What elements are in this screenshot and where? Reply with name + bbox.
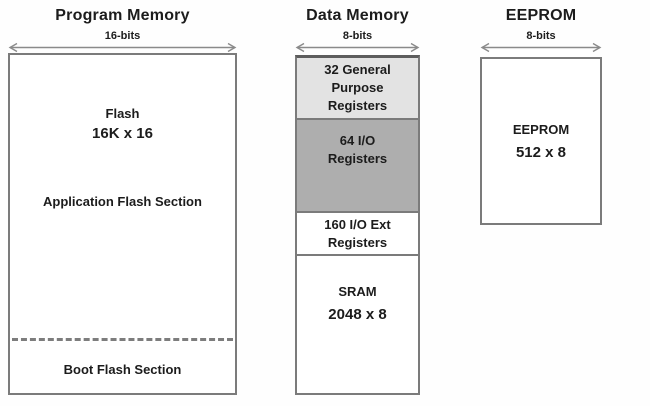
section-label-line: Registers [327,151,388,166]
section-size-line: 2048 x 8 [328,306,387,323]
flash-size-label: 16K x 16 [92,125,153,142]
eeprom-box: EEPROM 512 x 8 [480,57,602,225]
eeprom-title: EEPROM [505,7,577,24]
program-memory-title: Program Memory [55,7,190,24]
eeprom-size-label: 512 x 8 [515,143,567,161]
section-sram: SRAM 2048 x 8 [297,256,418,393]
section-label-line: 160 I/O Ext [324,216,391,232]
data-memory-title: Data Memory [306,7,409,24]
eeprom-chip-label: EEPROM [512,121,570,137]
section-label-line: Purpose [331,80,384,95]
application-flash-section-label: Application Flash Section [43,194,202,209]
program-memory-box: Flash 16K x 16 Application Flash Section… [8,53,237,395]
program-memory-width-label: 16-bits [104,30,141,42]
section-io-ext-registers: 160 I/O Ext Registers [297,213,418,256]
double-arrow-icon [8,42,237,53]
section-label-line: SRAM [338,284,377,299]
eeprom-width-label: 8-bits [526,30,556,42]
double-arrow-icon [295,42,420,53]
section-label-line: Registers [327,98,388,113]
section-general-purpose-registers: 32 General Purpose Registers [297,58,418,120]
data-memory-width-label: 8-bits [342,30,373,42]
section-label-line: 32 General [324,62,391,77]
boot-section-dashed-divider [12,338,233,341]
double-arrow-icon [480,42,602,53]
boot-flash-section-label: Boot Flash Section [63,362,182,377]
section-io-registers: 64 I/O Registers [297,120,418,213]
flash-label: Flash [105,106,140,121]
section-label-line: 64 I/O [339,133,376,148]
data-memory-stack: 32 General Purpose Registers 64 I/O Regi… [295,55,420,395]
section-label-line: Registers [327,234,388,250]
